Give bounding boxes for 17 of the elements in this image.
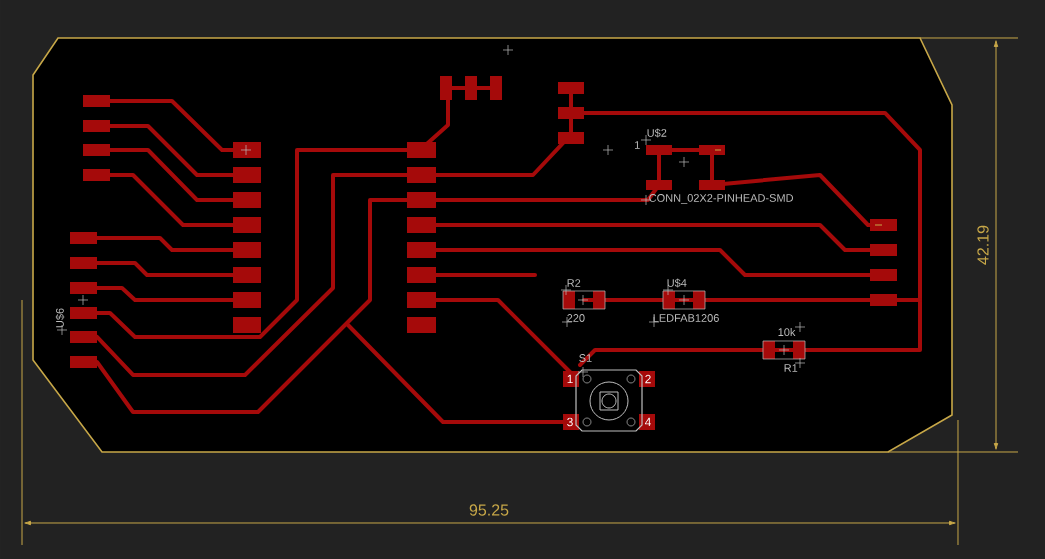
dimension-value: 42.19 <box>977 225 989 265</box>
component-label: LEDFAB1206 <box>653 314 719 322</box>
component-label: R1 <box>784 364 798 372</box>
component-label: U$2 <box>647 128 667 138</box>
pin-number: 1 <box>567 374 573 384</box>
component-label: U$6 <box>55 308 65 328</box>
component-label: R2 <box>567 279 581 287</box>
component-label: U$4 <box>667 278 687 288</box>
component-label: CONN_02X2-PINHEAD-SMD <box>649 194 793 204</box>
pin-number: 3 <box>567 417 573 427</box>
component-label: 1 <box>635 141 640 149</box>
pin-number: 2 <box>645 374 651 384</box>
dimension-value: 95.25 <box>469 504 509 516</box>
component-label: 220 <box>567 314 585 322</box>
component-label: 10k <box>778 327 796 337</box>
pin-number: 4 <box>644 417 651 427</box>
component-label: S1 <box>579 354 592 362</box>
